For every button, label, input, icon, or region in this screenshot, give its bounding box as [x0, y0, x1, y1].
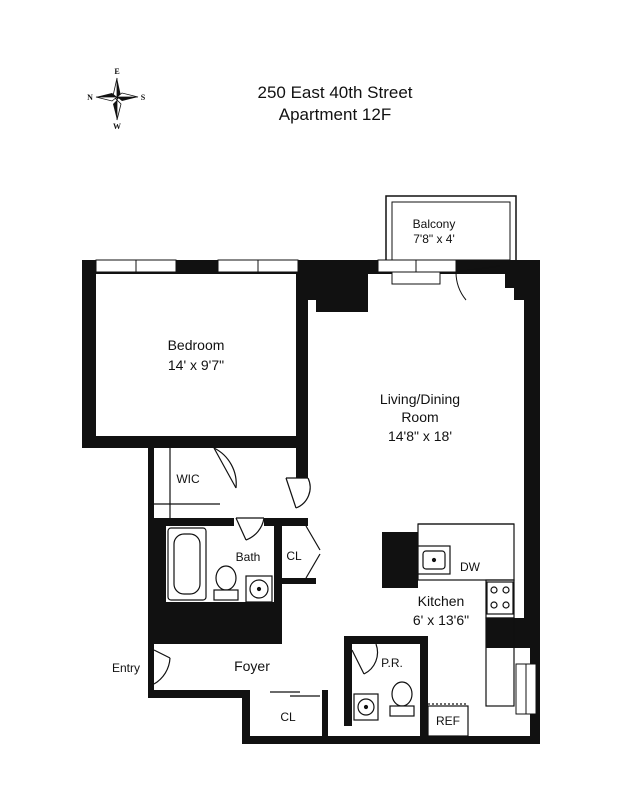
- apartment-subtitle: Apartment 12F: [279, 105, 391, 124]
- balcony-door: [455, 265, 501, 301]
- compass-east-label: E: [114, 67, 119, 76]
- balcony-label: Balcony: [413, 217, 456, 231]
- toilet-icon: [213, 565, 239, 601]
- foyer-label: Foyer: [234, 658, 270, 674]
- kitchen-dims: 6' x 13'6": [413, 612, 469, 628]
- closet-label-2: CL: [280, 710, 296, 724]
- dishwasher-label: DW: [460, 560, 481, 574]
- compass-rose-icon: E N S W: [87, 67, 146, 131]
- pr-sink-icon: [353, 693, 379, 721]
- balcony-dims: 7'8" x 4': [413, 232, 455, 246]
- bedroom-label: Bedroom: [168, 337, 225, 353]
- bath-sink-icon: [245, 575, 273, 603]
- balcony: [385, 195, 517, 263]
- powder-room-label: P.R.: [381, 656, 403, 670]
- stove-icon: [486, 581, 514, 615]
- kitchen-sink-icon: [417, 545, 451, 575]
- compass-west-label: W: [113, 122, 121, 131]
- compass-north-label: N: [87, 93, 93, 102]
- pr-toilet-icon: [389, 681, 415, 717]
- entry-label: Entry: [112, 661, 140, 675]
- living-label-line1: Living/Dining: [380, 391, 460, 407]
- living-label-line2: Room: [401, 409, 438, 425]
- living-dims: 14'8" x 18': [388, 428, 452, 444]
- address-title: 250 East 40th Street: [258, 83, 413, 102]
- compass-south-label: S: [141, 93, 146, 102]
- closet-label-1: CL: [286, 549, 302, 563]
- kitchen-label: Kitchen: [418, 593, 465, 609]
- refrigerator-label: REF: [436, 714, 460, 728]
- bedroom-dims: 14' x 9'7": [168, 357, 224, 373]
- windows: [95, 259, 537, 715]
- bathtub-icon: [167, 527, 207, 601]
- walls: [82, 260, 540, 744]
- bath-label: Bath: [236, 550, 261, 564]
- wic-label: WIC: [176, 472, 200, 486]
